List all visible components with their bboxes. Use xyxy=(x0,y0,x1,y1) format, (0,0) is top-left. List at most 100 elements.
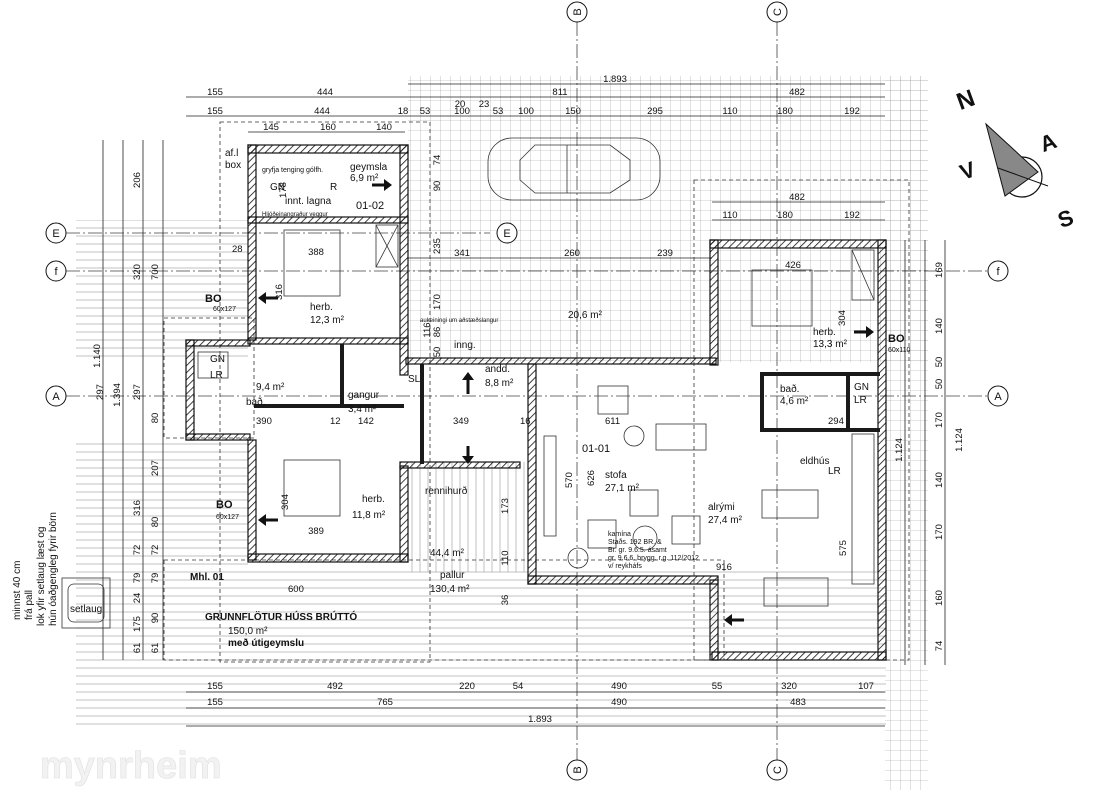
compass-n: N xyxy=(953,85,979,116)
dim-178: 178 xyxy=(278,182,289,198)
label-herb2-d: 304 xyxy=(837,310,848,326)
dim-bot-r1-5: 55 xyxy=(712,681,723,692)
wall-east-geymsla xyxy=(399,144,409,376)
axis-b-top: B xyxy=(566,1,588,23)
dim-top-r1-0: 155 xyxy=(207,87,223,98)
dim-left-297a: 297 xyxy=(95,384,106,400)
dim-top-r1-1: 444 xyxy=(317,87,333,98)
dim-right-170a: 170 xyxy=(934,412,945,428)
axis-a-right: A xyxy=(987,385,1009,407)
axis-c-top: C xyxy=(766,1,788,23)
wall-bad-north xyxy=(185,339,251,347)
dim-right-50b: 50 xyxy=(934,379,945,390)
dim-top-r2-9: 110 xyxy=(722,106,737,117)
dim-left-700: 700 xyxy=(150,264,161,280)
dim-12: 12 xyxy=(330,416,341,427)
label-bo-right-size: 60x110 xyxy=(888,347,911,354)
dim-left-outer-0: 1.140 xyxy=(92,344,103,368)
bed-herb2 xyxy=(751,269,813,327)
bed-herb3 xyxy=(283,459,341,517)
label-gangur: gangur xyxy=(348,390,380,401)
label-gn-top: GN xyxy=(270,182,285,193)
label-setlaug-note-1: frá pall xyxy=(24,590,35,620)
label-inng: inng. xyxy=(454,340,476,351)
svg-text:B: B xyxy=(572,8,584,15)
dim-top-r2-8: 295 xyxy=(647,106,663,117)
label-herb2-w: 426 xyxy=(785,260,801,271)
summary-title: GRUNNFLÖTUR HÚSS BRÚTTÓ xyxy=(205,610,357,623)
label-setlaug-note-2: lok yfir setlaug læst og xyxy=(36,527,47,627)
dim-bot-r2-0: 155 xyxy=(207,697,223,708)
dim-bot-r2-2: 490 xyxy=(611,697,627,708)
kitchen-island xyxy=(761,489,819,519)
dim-left-207: 207 xyxy=(150,460,161,476)
dim-top-r4-0: 145 xyxy=(263,122,279,133)
dim-under-e-1: 260 xyxy=(564,248,580,259)
label-bo-left2: BO xyxy=(216,499,233,511)
bed-herb1 xyxy=(283,229,341,297)
dim-left-24: 24 xyxy=(132,593,143,604)
dim-top-r2-7: 150 xyxy=(565,106,581,117)
label-alrymi-area: 27,4 m² xyxy=(708,515,743,526)
dim-left-175: 175 xyxy=(132,616,143,632)
label-stofa: stofa xyxy=(605,470,627,481)
label-herb2: herb. xyxy=(813,327,836,338)
label-herb1-w: 388 xyxy=(308,247,324,258)
label-stofa-area: 27,1 m² xyxy=(605,483,640,494)
geymsla-shelf xyxy=(375,224,399,268)
label-pallur-area1: 44,4 m² xyxy=(430,548,465,559)
svg-text:E: E xyxy=(52,228,59,240)
dim-611: 611 xyxy=(605,416,620,427)
sofa xyxy=(655,423,707,451)
dim-right-1124b: 1.124 xyxy=(954,428,965,452)
dim-left-72b: 72 xyxy=(132,545,143,556)
axis-a-left: A xyxy=(45,385,67,407)
svg-text:E: E xyxy=(503,228,510,240)
summary-sub: með útigeymslu xyxy=(228,637,304,649)
dim-570: 570 xyxy=(564,472,575,488)
dim-235: 235 xyxy=(432,238,443,254)
label-eldhus-lr: LR xyxy=(828,466,841,477)
dim-top-23: 23 xyxy=(479,99,490,110)
dim-294: 294 xyxy=(828,416,844,427)
hot-tub-outer xyxy=(61,577,111,629)
dim-left-61a: 61 xyxy=(132,643,143,654)
right-grid-strip xyxy=(885,76,928,790)
dim-right-160: 160 xyxy=(934,590,945,606)
dim-left-79b: 79 xyxy=(132,573,143,584)
axis-f-left: f xyxy=(45,260,67,282)
dim-bot-r1-4: 490 xyxy=(611,681,627,692)
dim-bot-r1-3: 54 xyxy=(513,681,524,692)
dim-90: 90 xyxy=(432,181,443,192)
dim-left-297b: 297 xyxy=(132,384,143,400)
right-top-dimensions: 482 110 180 192 341 260 239 xyxy=(408,192,885,259)
wall-herb3-south xyxy=(247,553,409,563)
dim-right-170b: 170 xyxy=(934,524,945,540)
label-kamina-0: kamína xyxy=(608,531,631,538)
arrows xyxy=(258,179,874,626)
south-deck-hatch xyxy=(76,570,886,690)
dim-under-e-2: 239 xyxy=(657,248,673,259)
dim-right-192: 192 xyxy=(844,210,860,221)
dim-left-61b: 61 xyxy=(150,643,161,654)
label-kamina-3: gr. 9.6.6. brygg. r.g. 112/2012 xyxy=(608,555,699,562)
wall-right-north xyxy=(709,239,887,249)
wall-bad2-west xyxy=(760,372,764,432)
label-setlaug: setlaug xyxy=(70,604,102,615)
label-pallur-area2: 130,4 m² xyxy=(430,584,470,595)
dim-top-r2-11: 192 xyxy=(844,106,860,117)
dim-top-r4-2: 140 xyxy=(376,122,392,133)
dim-bot-r1-2: 220 xyxy=(459,681,475,692)
roof-outline xyxy=(163,121,910,663)
kitchen-counter xyxy=(851,433,875,585)
dim-top-r1-3: 482 xyxy=(789,87,805,98)
dim-top-r2-1: 444 xyxy=(314,106,330,117)
dim-right-50a: 50 xyxy=(934,357,945,368)
dim-left-90: 90 xyxy=(150,613,161,624)
dim-under-e-0: 341 xyxy=(454,248,470,259)
car xyxy=(487,137,661,201)
compass-s: S xyxy=(1054,204,1076,233)
label-bad2: bað. xyxy=(780,383,799,395)
wall-corridor-north xyxy=(405,357,717,365)
